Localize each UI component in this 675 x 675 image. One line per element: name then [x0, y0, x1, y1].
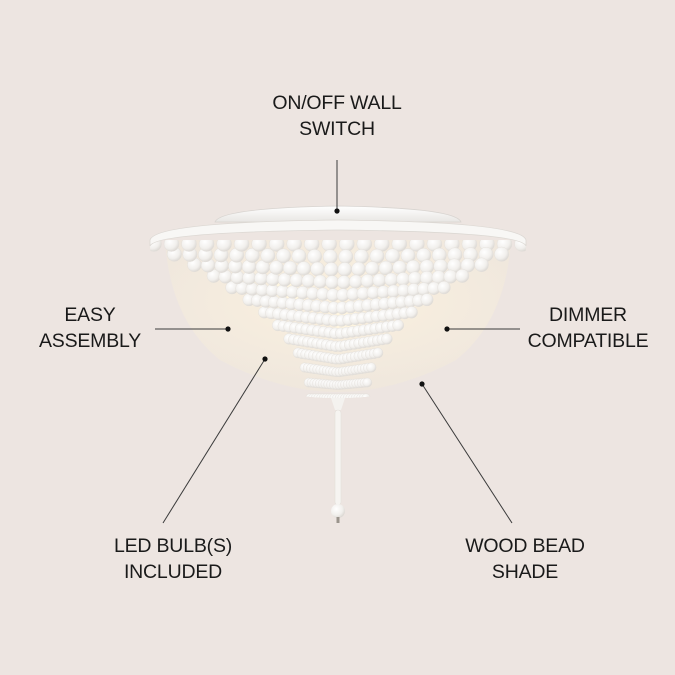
callout-dimmer-line2: COMPATIBLE	[527, 330, 649, 352]
ceiling-canopy	[149, 205, 527, 247]
callout-bulbs-line2: INCLUDED	[123, 561, 223, 583]
callout-shade: WOOD BEAD SHADE	[450, 533, 600, 585]
callout-dimmer: DIMMER COMPATIBLE	[512, 302, 664, 354]
callout-assembly-line2: ASSEMBLY	[38, 330, 142, 352]
leader-dots	[225, 208, 450, 387]
dot-assembly	[225, 326, 231, 332]
leader-line-shade	[421, 383, 513, 524]
callout-shade-line2: SHADE	[491, 561, 559, 583]
callout-shade-line1: WOOD BEAD	[465, 535, 585, 557]
callout-switch: ON/OFF WALL SWITCH	[237, 90, 437, 142]
callout-assembly-line1: EASY	[64, 304, 116, 326]
callout-assembly: EASY ASSEMBLY	[20, 302, 160, 354]
callout-switch-line2: SWITCH	[299, 118, 375, 140]
dot-switch	[334, 208, 340, 214]
pull-chain	[331, 398, 345, 523]
callout-bulbs: LED BULB(S) INCLUDED	[98, 533, 248, 585]
dot-shade	[419, 381, 425, 387]
leader-line-bulbs	[162, 358, 266, 524]
callout-switch-line1: ON/OFF WALL	[272, 92, 402, 114]
callout-bulbs-line1: LED BULB(S)	[113, 535, 233, 557]
leader-lines	[155, 160, 520, 524]
callout-dimmer-line1: DIMMER	[549, 304, 627, 326]
dot-dimmer	[444, 326, 450, 332]
dot-bulbs	[262, 356, 268, 362]
wood-bead-shade	[150, 240, 526, 398]
